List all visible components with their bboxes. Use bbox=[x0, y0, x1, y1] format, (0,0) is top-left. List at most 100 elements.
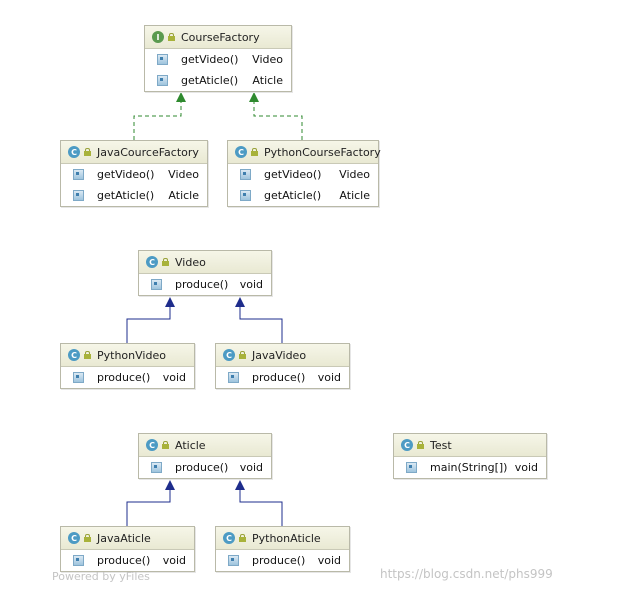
arrowhead-extends-4 bbox=[235, 480, 245, 490]
class-video[interactable]: C Video produce() void bbox=[138, 250, 272, 296]
method-type: void bbox=[239, 278, 263, 291]
method-name: getAticle() bbox=[97, 189, 155, 202]
arrowhead-extends-1 bbox=[165, 297, 175, 307]
watermark-left: Powered by yFiles bbox=[52, 570, 150, 583]
method-row[interactable]: main(String[]) void bbox=[394, 457, 546, 478]
class-test[interactable]: C Test main(String[]) void bbox=[393, 433, 547, 479]
class-coursefactory[interactable]: I CourseFactory getVideo() Video getAtic… bbox=[144, 25, 292, 92]
method-name: getAticle() bbox=[264, 189, 322, 202]
method-type: void bbox=[162, 371, 186, 384]
method-name: produce() bbox=[175, 461, 229, 474]
class-header: C Aticle bbox=[139, 434, 271, 457]
method-row[interactable]: produce() void bbox=[61, 367, 194, 388]
class-name: Test bbox=[430, 438, 452, 452]
implements-edges bbox=[133, 100, 303, 140]
lock-icon bbox=[84, 148, 91, 156]
method-type: Video bbox=[339, 168, 370, 181]
class-pythonaticle[interactable]: C PythonAticle produce() void bbox=[215, 526, 350, 572]
class-javaaticle[interactable]: C JavaAticle produce() void bbox=[60, 526, 195, 572]
class-pythonvideo[interactable]: C PythonVideo produce() void bbox=[60, 343, 195, 389]
method-name: getAticle() bbox=[181, 74, 239, 87]
class-icon: C bbox=[235, 146, 247, 158]
class-name: PythonVideo bbox=[97, 348, 166, 362]
arrowhead-implements-2 bbox=[249, 92, 259, 102]
class-header: C JavaCourceFactory bbox=[61, 141, 207, 164]
watermark-right: https://blog.csdn.net/phs999 bbox=[380, 567, 553, 581]
method-type: Video bbox=[168, 168, 199, 181]
method-type: Aticle bbox=[339, 189, 370, 202]
method-row[interactable]: getAticle() Aticle bbox=[228, 185, 378, 206]
class-javavideo[interactable]: C JavaVideo produce() void bbox=[215, 343, 350, 389]
class-name: JavaVideo bbox=[252, 348, 307, 362]
lock-icon bbox=[84, 534, 91, 542]
class-header: C JavaVideo bbox=[216, 344, 349, 367]
edge-pythonaticle-aticle bbox=[239, 488, 283, 526]
edge-pythoncoursefactory-coursefactory bbox=[253, 100, 303, 140]
method-icon bbox=[228, 372, 239, 383]
arrowhead-extends-3 bbox=[165, 480, 175, 490]
method-icon bbox=[228, 555, 239, 566]
method-name: produce() bbox=[252, 554, 306, 567]
method-row[interactable]: getVideo() Video bbox=[61, 164, 207, 185]
class-javacourcefactory[interactable]: C JavaCourceFactory getVideo() Video get… bbox=[60, 140, 208, 207]
class-name: Video bbox=[175, 255, 206, 269]
method-row[interactable]: getVideo() Video bbox=[145, 49, 291, 70]
method-name: produce() bbox=[175, 278, 229, 291]
method-type: void bbox=[239, 461, 263, 474]
method-icon bbox=[73, 555, 84, 566]
edge-javaaticle-aticle bbox=[126, 488, 171, 526]
method-icon bbox=[73, 169, 84, 180]
class-name: JavaAticle bbox=[97, 531, 151, 545]
method-row[interactable]: getAticle() Aticle bbox=[145, 70, 291, 91]
class-header: I CourseFactory bbox=[145, 26, 291, 49]
arrowhead-extends-2 bbox=[235, 297, 245, 307]
method-icon bbox=[157, 54, 168, 65]
interface-icon: I bbox=[152, 31, 164, 43]
class-header: C PythonVideo bbox=[61, 344, 194, 367]
method-icon bbox=[406, 462, 417, 473]
method-type: Aticle bbox=[252, 74, 283, 87]
method-name: getVideo() bbox=[264, 168, 322, 181]
class-icon: C bbox=[68, 532, 80, 544]
lock-icon bbox=[251, 148, 258, 156]
method-type: Video bbox=[252, 53, 283, 66]
lock-icon bbox=[168, 33, 175, 41]
lock-icon bbox=[84, 351, 91, 359]
lock-icon bbox=[239, 534, 246, 542]
class-aticle[interactable]: C Aticle produce() void bbox=[138, 433, 272, 479]
class-name: PythonAticle bbox=[252, 531, 321, 545]
lock-icon bbox=[417, 441, 424, 449]
method-row[interactable]: produce() void bbox=[216, 367, 349, 388]
method-type: Aticle bbox=[168, 189, 199, 202]
method-type: void bbox=[317, 554, 341, 567]
method-row[interactable]: produce() void bbox=[139, 274, 271, 295]
class-pythoncoursefactory[interactable]: C PythonCourseFactory getVideo() Video g… bbox=[227, 140, 381, 207]
method-icon bbox=[240, 190, 251, 201]
method-name: getVideo() bbox=[97, 168, 155, 181]
method-icon bbox=[157, 75, 168, 86]
method-row[interactable]: produce() void bbox=[216, 550, 349, 571]
edge-pythonvideo-video bbox=[126, 305, 171, 343]
class-icon: C bbox=[68, 146, 80, 158]
method-icon bbox=[240, 169, 251, 180]
class-icon: C bbox=[68, 349, 80, 361]
method-type: void bbox=[162, 554, 186, 567]
method-row[interactable]: produce() void bbox=[61, 550, 194, 571]
arrowhead-implements-1 bbox=[176, 92, 186, 102]
method-icon bbox=[151, 279, 162, 290]
method-name: main(String[]) bbox=[430, 461, 508, 474]
method-row[interactable]: produce() void bbox=[139, 457, 271, 478]
class-name: Aticle bbox=[175, 438, 206, 452]
lock-icon bbox=[239, 351, 246, 359]
method-row[interactable]: getAticle() Aticle bbox=[61, 185, 207, 206]
method-icon bbox=[73, 372, 84, 383]
class-icon: C bbox=[146, 439, 158, 451]
method-icon bbox=[73, 190, 84, 201]
method-type: void bbox=[317, 371, 341, 384]
method-name: produce() bbox=[97, 554, 151, 567]
edge-javacourcefactory-coursefactory bbox=[133, 100, 182, 140]
method-type: void bbox=[514, 461, 538, 474]
method-row[interactable]: getVideo() Video bbox=[228, 164, 378, 185]
extends-edges bbox=[126, 305, 283, 526]
class-name: JavaCourceFactory bbox=[97, 145, 199, 159]
